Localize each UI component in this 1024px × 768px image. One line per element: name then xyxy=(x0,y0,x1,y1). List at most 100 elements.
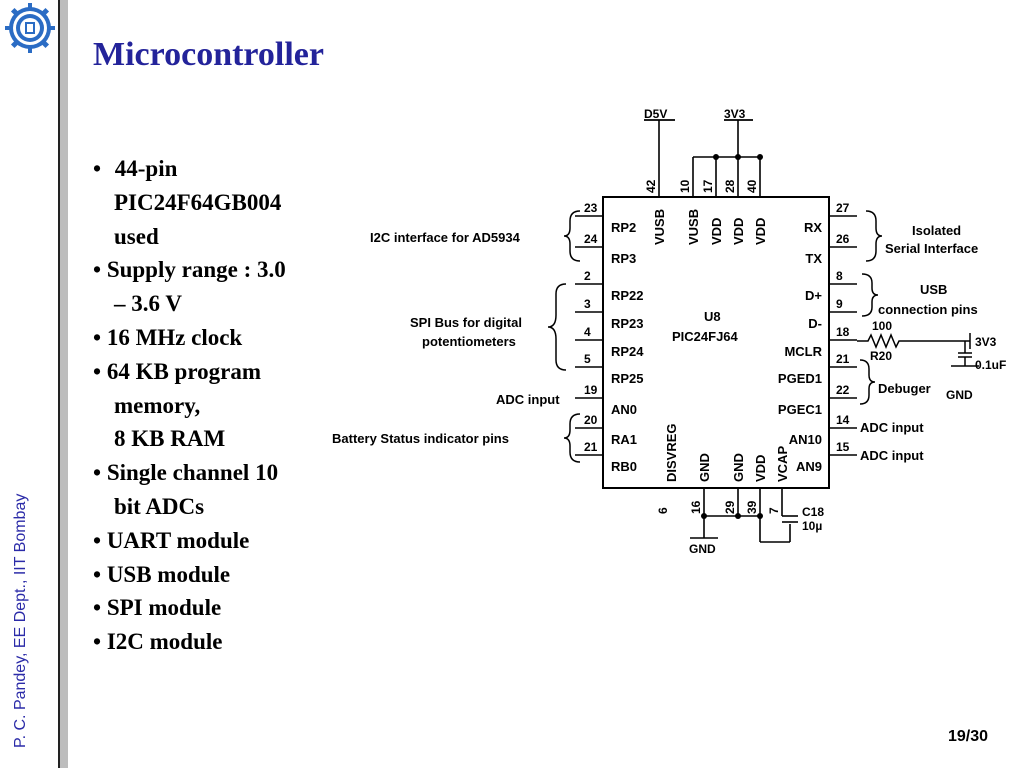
iit-bombay-logo xyxy=(5,3,55,53)
gnd-bottom-label: GND xyxy=(689,542,716,556)
pin-name: RX xyxy=(804,220,822,235)
bullet-text: UART module xyxy=(106,527,250,553)
usb-annotation-line2: connection pins xyxy=(878,302,978,317)
pin-number: 2 xyxy=(584,269,591,283)
pin-name: RP22 xyxy=(611,288,644,303)
pin-name: VDD xyxy=(731,218,746,245)
bullet-continuation: PIC24F64GB004 xyxy=(114,189,282,215)
junction-dot xyxy=(735,154,741,160)
bullet-item: • Single channel 10 xyxy=(93,460,279,486)
pin-number: 15 xyxy=(836,440,850,454)
bullet-text: Supply range : 3.0 xyxy=(106,257,286,283)
pin-number: 22 xyxy=(836,383,850,397)
bullet-text: USB module xyxy=(106,561,231,587)
junction-dot xyxy=(757,154,763,160)
spi-annotation-line1: SPI Bus for digital xyxy=(410,315,522,330)
bullet-text: Single channel 10 xyxy=(106,460,279,486)
pin-number: 4 xyxy=(584,325,591,339)
author-footer: P. C. Pandey, EE Dept., IIT Bombay xyxy=(12,493,29,748)
pin-name: VDD xyxy=(753,455,768,482)
r20-ref: R20 xyxy=(870,349,892,363)
pin-number: 21 xyxy=(584,440,598,454)
pin-number: 27 xyxy=(836,201,850,215)
pin-name: GND xyxy=(731,453,746,482)
pin-number: 42 xyxy=(644,179,658,193)
pin-name: RP2 xyxy=(611,220,636,235)
pin-name: AN10 xyxy=(789,432,822,447)
serial-annotation-line2: Serial Interface xyxy=(885,241,978,256)
pin-name: RP3 xyxy=(611,251,636,266)
pin-number: 7 xyxy=(767,507,781,514)
battery-annotation: Battery Status indicator pins xyxy=(332,431,509,446)
debugger-annotation: Debuger xyxy=(878,381,931,396)
junction-dot xyxy=(735,513,741,519)
mclr-pullup-circuit xyxy=(857,333,979,367)
cap-value: 0.1uF xyxy=(975,358,1006,372)
pin-number: 9 xyxy=(836,297,843,311)
c18-value: 10µ xyxy=(802,519,822,533)
d5v-label: D5V xyxy=(644,107,667,121)
adc-annotation-left: ADC input xyxy=(496,392,560,407)
bullet-item: • 16 MHz clock xyxy=(93,324,243,350)
bullet-item: • SPI module xyxy=(93,595,222,621)
pin-number: 24 xyxy=(584,232,598,246)
i2c-annotation: I2C interface for AD5934 xyxy=(370,230,521,245)
3v3-mclr-label: 3V3 xyxy=(975,335,997,349)
pin-number: 16 xyxy=(689,500,703,514)
serial-annotation-line1: Isolated xyxy=(912,223,961,238)
pin-name: AN9 xyxy=(796,459,822,474)
bullet-continuation: memory, xyxy=(114,392,201,418)
bullet-item: • 44-pin xyxy=(93,156,178,181)
bullet-continuation: used xyxy=(114,223,159,249)
junction-dot xyxy=(701,513,707,519)
chip-part: PIC24FJ64 xyxy=(672,329,739,344)
pin-name: D- xyxy=(808,316,822,331)
spi-annotation-line2: potentiometers xyxy=(422,334,516,349)
bullet-continuation: 8 KB RAM xyxy=(114,426,226,452)
slide-title: Microcontroller xyxy=(93,36,324,73)
bullet-text: 64 KB program xyxy=(106,358,261,384)
chip-ref: U8 xyxy=(704,309,721,324)
pin-number: 23 xyxy=(584,201,598,215)
pin-name: RP25 xyxy=(611,371,644,386)
pin-number: 20 xyxy=(584,413,598,427)
bullet-item: • I2C module xyxy=(93,629,223,655)
adc-annotation-right-2: ADC input xyxy=(860,448,924,463)
pin-number: 21 xyxy=(836,352,850,366)
microcontroller-schematic: D5V 3V3 23RP224RP32RP223RP234RP245RP2519… xyxy=(332,107,1006,556)
junction-dot xyxy=(713,154,719,160)
bullet-item: • UART module xyxy=(93,527,250,553)
pin-name: VUSB xyxy=(652,209,667,245)
pin-name: MCLR xyxy=(784,344,822,359)
r20-value: 100 xyxy=(872,319,892,333)
bullet-text: 44-pin xyxy=(114,156,178,181)
c18-ref: C18 xyxy=(802,505,824,519)
bullet-continuation: bit ADCs xyxy=(114,493,205,519)
bullet-text: I2C module xyxy=(106,629,223,655)
ground-wiring xyxy=(690,515,798,543)
bullet-item: • 64 KB program xyxy=(93,358,261,384)
pin-name: AN0 xyxy=(611,402,637,417)
sidebar-divider xyxy=(58,0,68,768)
page-number: 19/30 xyxy=(948,728,989,745)
pin-number: 8 xyxy=(836,269,843,283)
junction-dot xyxy=(757,513,763,519)
pin-number: 29 xyxy=(723,500,737,514)
gnd-mclr-label: GND xyxy=(946,388,973,402)
pin-name: PGEC1 xyxy=(778,402,822,417)
power-wiring xyxy=(658,120,761,197)
bullet-continuation: – 3.6 V xyxy=(114,291,182,317)
pin-number: 26 xyxy=(836,232,850,246)
bullet-item: • USB module xyxy=(93,561,231,587)
pin-number: 3 xyxy=(584,297,591,311)
pin-name: VCAP xyxy=(775,446,790,482)
pin-name: PGED1 xyxy=(778,371,822,386)
pin-number: 40 xyxy=(745,179,759,193)
sidebar: P. C. Pandey, EE Dept., IIT Bombay xyxy=(0,0,58,768)
pin-name: GND xyxy=(697,453,712,482)
adc-annotation-right-1: ADC input xyxy=(860,420,924,435)
pin-name: RA1 xyxy=(611,432,637,447)
pin-number: 39 xyxy=(745,500,759,514)
bullet-item: • Supply range : 3.0 xyxy=(93,257,286,283)
